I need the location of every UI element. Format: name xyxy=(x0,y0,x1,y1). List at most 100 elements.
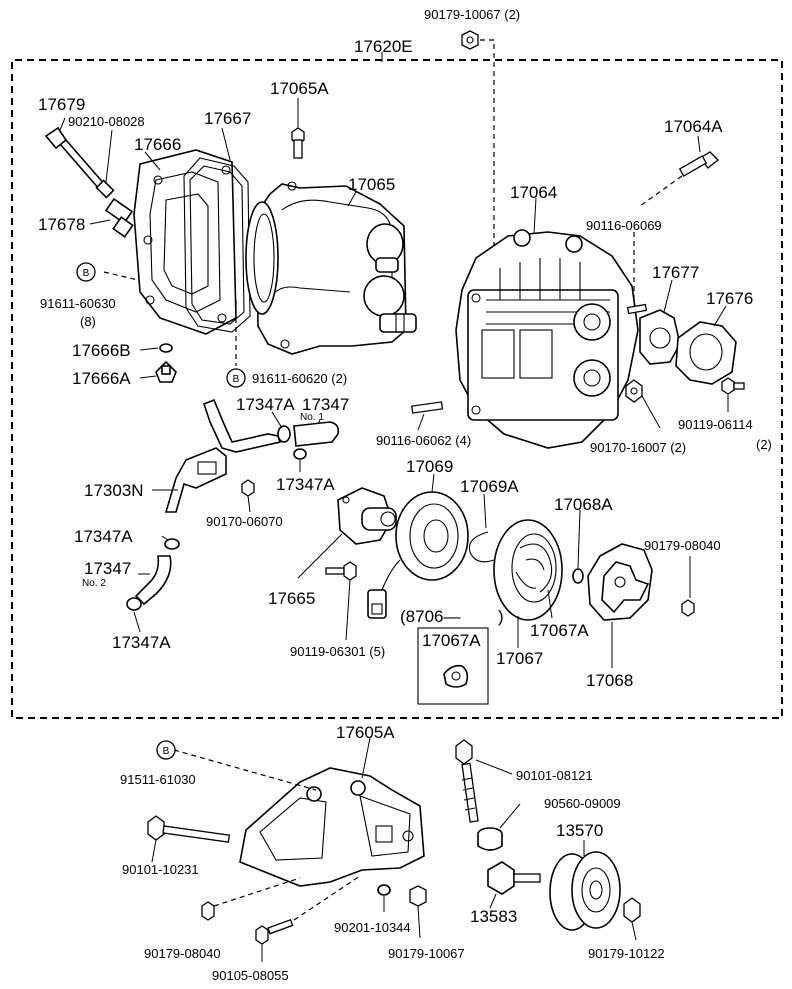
leader-line xyxy=(489,893,497,909)
hose-part[interactable] xyxy=(293,421,340,447)
spacer-part[interactable] xyxy=(159,343,173,353)
part-sub-label: No. 1 xyxy=(300,412,324,423)
part-number-label: 90170-16007 (2) xyxy=(590,440,686,455)
nut-part[interactable] xyxy=(241,479,255,497)
leader-line xyxy=(345,579,351,641)
part-number-label: 90560-09009 xyxy=(544,796,621,811)
part-number-label: 90170-06070 xyxy=(206,514,283,529)
part-number-label: 17677 xyxy=(652,263,699,282)
leader-line xyxy=(173,749,317,791)
idler-bolt-part[interactable] xyxy=(487,861,541,895)
armature-plate-part[interactable] xyxy=(587,543,653,621)
part-number-label: 17605A xyxy=(336,723,395,742)
leader-line xyxy=(105,129,113,183)
leader-line xyxy=(417,905,421,939)
bolt-part[interactable] xyxy=(721,377,745,395)
bolt-part[interactable] xyxy=(325,561,357,581)
idler-pulley-part[interactable] xyxy=(549,851,621,931)
leader-line xyxy=(697,135,701,153)
bolt-part[interactable] xyxy=(678,151,719,177)
part-number-label: 91611-60620 (2) xyxy=(252,371,347,386)
assembly-frame xyxy=(11,59,783,719)
stud-bolt-part[interactable] xyxy=(291,127,305,159)
gasket-part[interactable] xyxy=(183,157,251,333)
part-quantity-label: (8) xyxy=(80,314,96,329)
part-number-label: 91511-61030 xyxy=(120,772,196,787)
part-number-label: 90179-08040 xyxy=(144,946,221,961)
lock-nut-part[interactable] xyxy=(443,664,469,688)
leader-line xyxy=(144,151,161,171)
leader-line xyxy=(89,219,111,225)
part-number-label: 17665 xyxy=(268,589,315,608)
part-number-label: 17068 xyxy=(586,671,633,690)
collar-spacer-part[interactable] xyxy=(477,827,503,851)
snap-ring-part[interactable] xyxy=(468,531,495,563)
part-number-label: 17347 xyxy=(84,559,131,578)
nut-part[interactable] xyxy=(623,897,641,923)
bolt-part[interactable] xyxy=(255,918,294,945)
stud-bolt-part[interactable] xyxy=(410,401,444,414)
field-coil-part[interactable] xyxy=(367,491,469,619)
svg-text:B: B xyxy=(83,268,90,279)
hose-clamp-part[interactable] xyxy=(293,448,307,460)
leader-line xyxy=(431,473,435,493)
bolt-part[interactable] xyxy=(147,815,231,843)
part-number-label: 90101-08121 xyxy=(516,768,593,783)
hose-part[interactable] xyxy=(134,555,172,606)
control-valve-part[interactable] xyxy=(337,487,397,545)
fitting-part[interactable] xyxy=(104,197,134,238)
part-number-label: 90210-08028 xyxy=(68,114,145,129)
leader-line xyxy=(103,271,139,281)
part-number-label: 90179-10067 xyxy=(388,946,465,961)
part-number-label: ) xyxy=(498,607,504,626)
part-number-label: 17064 xyxy=(510,183,557,202)
leader-line xyxy=(271,411,283,429)
nut-part[interactable] xyxy=(409,885,427,907)
hose-pipe-part[interactable] xyxy=(164,398,282,513)
rotor-housing-part[interactable] xyxy=(255,181,417,355)
front-housing-part[interactable] xyxy=(455,229,639,449)
mounting-bracket-part[interactable] xyxy=(239,767,425,887)
bolt-part[interactable] xyxy=(455,739,479,823)
washer-part[interactable] xyxy=(572,568,584,584)
leader-line xyxy=(577,509,581,569)
hose-clamp-part[interactable] xyxy=(126,597,142,611)
clamp-part[interactable] xyxy=(155,360,177,383)
leader-line xyxy=(663,279,673,313)
hose-clamp-part[interactable] xyxy=(277,425,291,443)
clutch-pulley-part[interactable] xyxy=(493,519,563,621)
washer-part[interactable] xyxy=(377,884,391,896)
leader-line xyxy=(417,413,425,431)
part-number-label: 90101-10231 xyxy=(122,862,199,877)
gasket-part[interactable] xyxy=(639,309,681,365)
part-number-label: 13570 xyxy=(556,821,603,840)
part-number-label: 90179-08040 xyxy=(644,538,721,553)
stud-bolt-part[interactable] xyxy=(626,303,648,315)
nut-part[interactable] xyxy=(625,379,643,403)
leader-line xyxy=(161,535,169,541)
nut-part[interactable] xyxy=(681,599,695,617)
nut-part[interactable] xyxy=(461,30,479,50)
part-number-label: 90179-10067 (2) xyxy=(424,7,520,22)
drive-gear-part[interactable] xyxy=(245,201,279,315)
part-number-label: 17069A xyxy=(460,477,519,496)
part-number-label: 90201-10344 xyxy=(334,920,411,935)
part-number-label: 17067A xyxy=(530,621,589,640)
part-number-label: 17067 xyxy=(496,649,543,668)
hose-clamp-part[interactable] xyxy=(164,538,180,550)
sensor-part[interactable] xyxy=(44,126,115,199)
nut-part[interactable] xyxy=(201,901,215,921)
svg-text:B: B xyxy=(233,374,240,385)
part-number-label: 17303N xyxy=(84,481,144,500)
part-number-label: 13583 xyxy=(470,907,517,926)
cover-plate-part[interactable] xyxy=(675,321,737,385)
leader-line xyxy=(213,877,301,907)
part-number-label: 90119-06114 xyxy=(678,417,753,432)
part-number-label: 90116-06069 xyxy=(586,218,662,233)
leader-line xyxy=(293,875,361,921)
part-number-label: 17068A xyxy=(554,495,613,514)
part-number-label: 17347 xyxy=(302,395,349,414)
leader-line xyxy=(480,39,495,255)
b-mark-icon: B xyxy=(76,262,96,282)
